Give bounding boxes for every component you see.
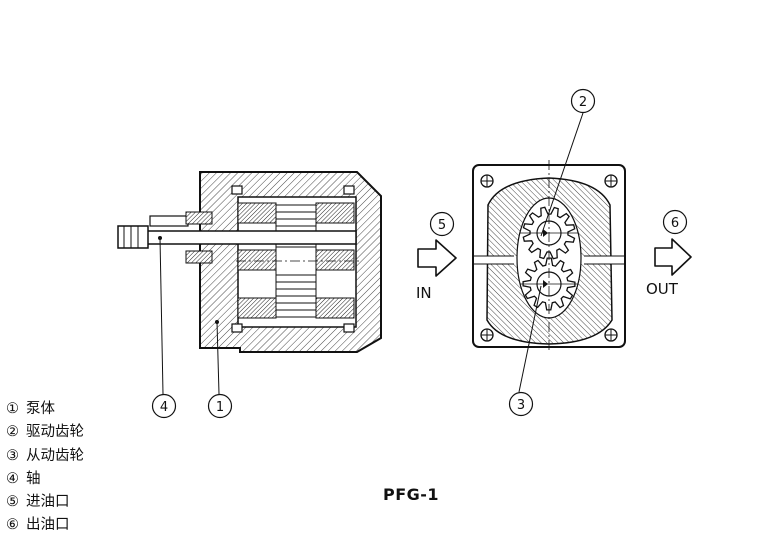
svg-text:3: 3 xyxy=(517,398,525,413)
drive-shaft xyxy=(145,230,357,245)
callout-4: 4 xyxy=(151,393,177,419)
side-section-view: 4 1 xyxy=(117,171,382,419)
shaft-end xyxy=(117,225,149,249)
svg-text:6: 6 xyxy=(671,216,679,231)
inlet-arrow-icon xyxy=(417,239,457,277)
bearing-block xyxy=(237,297,277,319)
leader-line-4 xyxy=(159,237,164,395)
callout-3: 3 xyxy=(508,391,534,417)
shaft-seal xyxy=(185,250,213,264)
bolt-hole xyxy=(604,174,618,188)
svg-text:4: 4 xyxy=(160,400,168,415)
bearing-block xyxy=(237,202,277,224)
outlet-arrow-icon xyxy=(654,238,692,276)
driven-gear xyxy=(520,257,578,311)
bearing-block xyxy=(237,249,277,271)
svg-text:1: 1 xyxy=(216,400,224,415)
callout-5: 5 xyxy=(429,211,455,237)
model-number: PFG-1 xyxy=(383,485,440,504)
front-view: 2 3 5 6 IN OUT xyxy=(416,88,692,417)
bearing-block xyxy=(315,202,355,224)
callout-6: 6 xyxy=(662,209,688,235)
leader-line-1 xyxy=(216,321,220,395)
bearing-block xyxy=(315,297,355,319)
inlet-label: IN xyxy=(416,284,432,302)
svg-text:2: 2 xyxy=(579,95,587,110)
callout-2: 2 xyxy=(570,88,596,114)
bolt-hole xyxy=(480,328,494,342)
bearing-block xyxy=(315,249,355,271)
outlet-label: OUT xyxy=(646,280,679,298)
leader-line-3 xyxy=(518,285,542,393)
leader-line-2 xyxy=(540,112,584,237)
bolt-hole xyxy=(480,174,494,188)
callout-1: 1 xyxy=(207,393,233,419)
svg-text:5: 5 xyxy=(438,218,446,233)
bolt-hole xyxy=(604,328,618,342)
shaft-key xyxy=(149,215,189,227)
shaft-seal xyxy=(185,211,213,225)
